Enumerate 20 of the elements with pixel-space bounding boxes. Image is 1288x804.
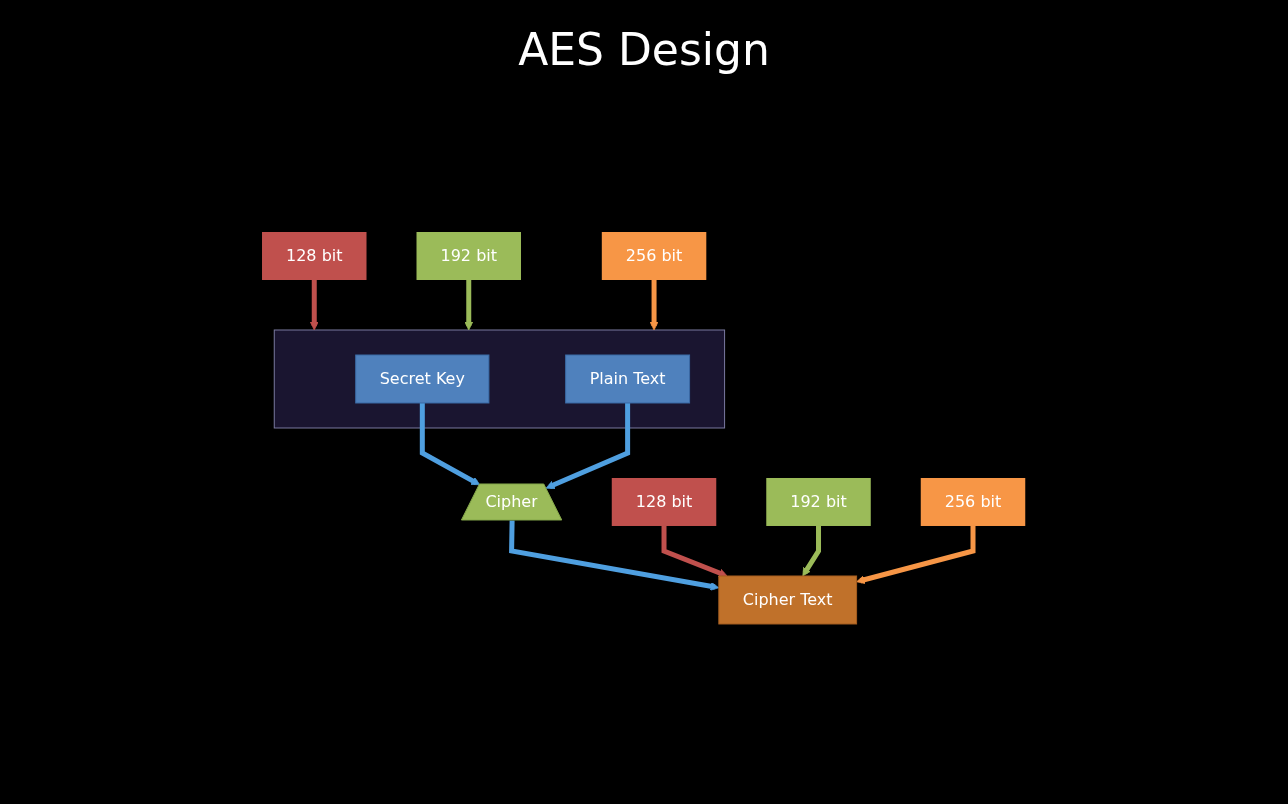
arrow: [464, 280, 474, 331]
arrow: [802, 526, 822, 577]
process-box: Plain Text: [565, 354, 691, 404]
edge-label: 256 bit: [921, 478, 1026, 526]
edge-label: 256 bit: [602, 232, 707, 280]
edge-label: 192 bit: [766, 478, 872, 526]
process-box: Secret Key: [355, 354, 490, 404]
edge-label: 128 bit: [262, 232, 367, 280]
arrow: [546, 403, 631, 490]
trapezoid-node: Cipher: [461, 483, 563, 521]
title: AES Design: [517, 24, 771, 75]
arrow: [661, 526, 728, 578]
process-box: Cipher Text: [718, 575, 858, 625]
edge-label: 128 bit: [612, 478, 717, 526]
arrow: [856, 526, 976, 584]
arrow: [420, 403, 481, 486]
arrow: [650, 280, 659, 331]
arrow: [509, 520, 720, 591]
arrow: [310, 280, 319, 331]
edge-label: 192 bit: [416, 232, 522, 280]
